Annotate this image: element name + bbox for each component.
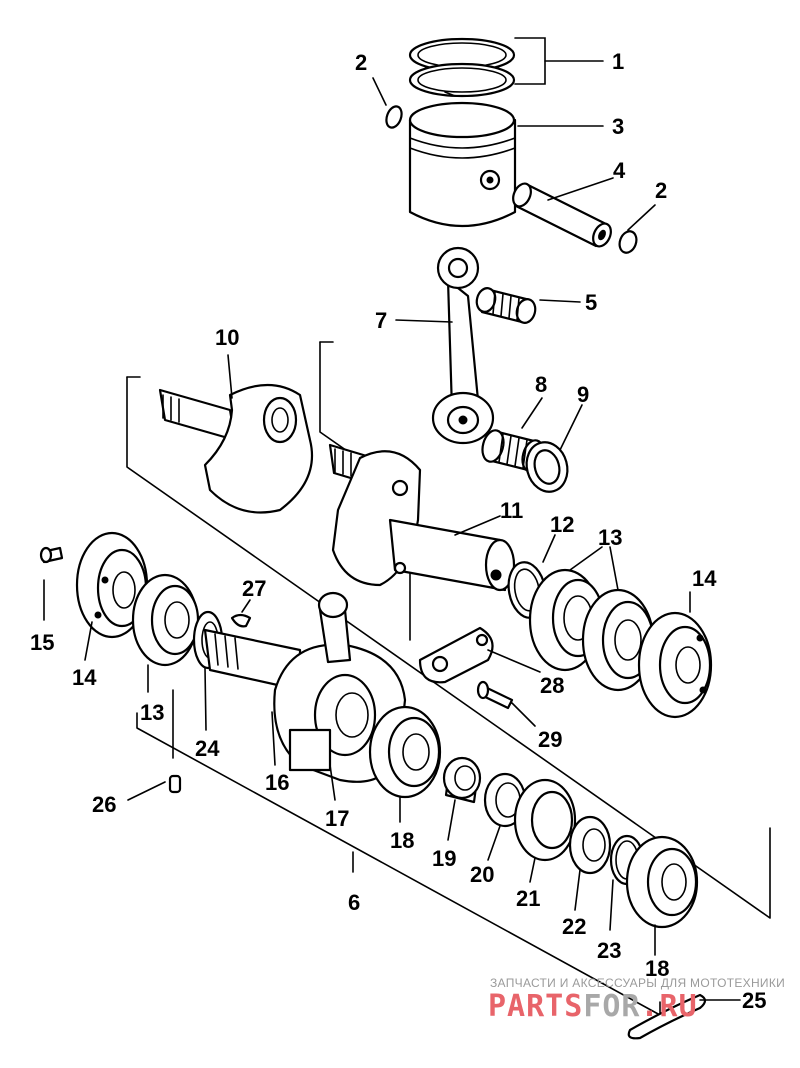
callout-7: 7: [375, 308, 387, 333]
piston-rings: [408, 37, 516, 98]
thrust-washer: [525, 441, 569, 493]
callout-5: 5: [585, 290, 597, 315]
callout-11: 11: [500, 498, 523, 523]
connecting-rod: [431, 246, 495, 445]
seal-small: [568, 815, 612, 875]
callout-16: 16: [265, 770, 289, 795]
callout-2-upper: 2: [355, 50, 367, 75]
callout-1: 1: [612, 49, 624, 74]
callout-19: 19: [432, 846, 456, 871]
callout-18-middle: 18: [390, 828, 414, 853]
bolt: [39, 546, 64, 564]
watermark-tagline: ЗАПЧАСТИ И АКСЕССУАРЫ ДЛЯ МОТОТЕХНИКИ: [490, 976, 785, 990]
piston-pin: [512, 182, 612, 248]
inner-race: [442, 756, 482, 804]
callout-13-left: 13: [140, 700, 164, 725]
small-end-bearing: [475, 287, 537, 324]
bearing-left: [131, 573, 200, 667]
callout-4: 4: [613, 158, 626, 183]
group-bracket-crank-assembly: [136, 689, 661, 1016]
callout-9: 9: [577, 382, 589, 407]
callout-20: 20: [470, 862, 494, 887]
callout-labels: 1 2 2 3 4 5 6 7 8 9 10 11 12 13 13 14 14…: [30, 49, 766, 1013]
callout-18-lower: 18: [645, 956, 669, 981]
group-bracket-rings: [514, 37, 604, 85]
leader-lines: [43, 77, 741, 1001]
circlip-lower: [618, 230, 638, 254]
main-bearing-lower: [368, 705, 442, 799]
callout-27: 27: [242, 576, 266, 601]
crank-half-left: [158, 384, 314, 514]
retainer-screw: [476, 680, 514, 710]
circlip-upper: [385, 105, 403, 129]
woodruff-key: [230, 613, 252, 628]
watermark: ЗАПЧАСТИ И АКСЕССУАРЫ ДЛЯ МОТОТЕХНИКИ PA…: [488, 976, 785, 1024]
dowel-pin: [168, 774, 182, 794]
callout-22: 22: [562, 914, 586, 939]
callout-10: 10: [215, 325, 239, 350]
flange-right: [637, 611, 713, 719]
watermark-brand: PARTSFOR.RU: [488, 989, 698, 1024]
callout-15: 15: [30, 630, 54, 655]
callout-24: 24: [195, 736, 220, 761]
oil-seal: [513, 778, 577, 862]
callout-17: 17: [325, 806, 349, 831]
callout-26: 26: [92, 792, 116, 817]
watermark-brand-for: FOR: [583, 989, 640, 1024]
callout-3: 3: [612, 114, 624, 139]
callout-23: 23: [597, 938, 621, 963]
retainer-plate: [418, 626, 494, 684]
callout-25: 25: [742, 988, 766, 1013]
half-ring: [627, 993, 707, 1040]
callout-12: 12: [550, 512, 574, 537]
callout-8: 8: [535, 372, 547, 397]
callout-6: 6: [348, 890, 360, 915]
callout-28: 28: [540, 673, 564, 698]
crank-half-right: [328, 443, 516, 592]
callout-29: 29: [538, 727, 562, 752]
watermark-brand-parts: PARTS: [488, 989, 583, 1024]
callout-14-left: 14: [72, 665, 97, 690]
watermark-brand-ru: .RU: [641, 989, 698, 1024]
callout-21: 21: [516, 886, 540, 911]
callout-14-right: 14: [692, 566, 717, 591]
callout-13-right: 13: [598, 525, 622, 550]
callout-2-lower: 2: [655, 178, 667, 203]
piston: [408, 101, 517, 227]
main-bearing-right: [625, 835, 699, 929]
